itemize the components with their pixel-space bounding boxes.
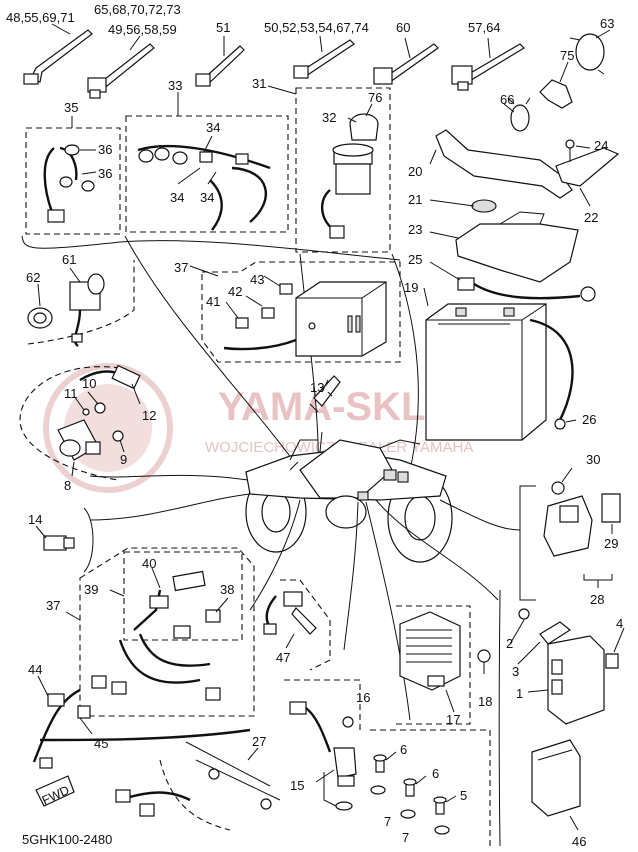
spark-plug-13	[309, 375, 341, 413]
callout-44: 44	[28, 662, 42, 677]
relay-46	[531, 739, 581, 831]
callout-6b: 6	[432, 766, 439, 781]
atv-body-illustration	[245, 431, 453, 563]
callout-23: 23	[408, 222, 422, 237]
callout-39: 39	[84, 582, 98, 597]
callout-49-56-58-59: 49,56,58,59	[108, 22, 177, 37]
callout-20: 20	[408, 164, 422, 179]
socket-group	[27, 260, 135, 347]
callout-34a: 34	[206, 120, 220, 135]
callout-1: 1	[516, 686, 523, 701]
callout-27: 27	[252, 734, 266, 749]
callout-28: 28	[590, 592, 604, 607]
switch-14	[35, 507, 94, 573]
starter-relay-group	[519, 467, 621, 601]
callout-38: 38	[220, 582, 234, 597]
callout-2: 2	[506, 636, 513, 651]
cdi-unit-group	[498, 589, 625, 847]
callout-13: 13	[310, 380, 324, 395]
callout-50-52-53-54-67-74: 50,52,53,54,67,74	[264, 20, 369, 35]
callout-36b: 36	[98, 166, 112, 181]
sensor-group-left	[19, 364, 141, 481]
callout-37b: 37	[46, 598, 60, 613]
callout-65-68-70-72-73: 65,68,70,72,73	[94, 2, 181, 17]
callout-18: 18	[478, 694, 492, 709]
callout-7b: 7	[402, 830, 409, 845]
harness-group-box-37b	[65, 547, 255, 717]
callout-36a: 36	[98, 142, 112, 157]
callout-10: 10	[82, 376, 96, 391]
callout-34c: 34	[200, 190, 214, 205]
callout-labels: 48,55,69,71 65,68,70,72,73 49,56,58,59 5…	[6, 2, 623, 849]
callout-43: 43	[250, 272, 264, 287]
callout-22: 22	[584, 210, 598, 225]
callout-66: 66	[500, 92, 514, 107]
callout-15: 15	[290, 778, 304, 793]
cable-ties-row	[23, 29, 605, 132]
callout-9: 9	[120, 452, 127, 467]
switch-47	[263, 579, 331, 671]
callout-60: 60	[396, 20, 410, 35]
callout-11: 11	[64, 386, 78, 401]
callout-34b: 34	[170, 190, 184, 205]
fuse-box-group-37	[189, 261, 401, 363]
callout-46: 46	[572, 834, 586, 849]
sensor-15-16	[284, 679, 361, 811]
diagram-code: 5GHK100-2480	[22, 832, 112, 847]
lower-guide-lines	[89, 474, 521, 721]
callout-17: 17	[446, 712, 460, 727]
callout-47: 47	[276, 650, 290, 665]
callout-21: 21	[408, 192, 422, 207]
callout-24: 24	[594, 138, 608, 153]
callout-26: 26	[582, 412, 596, 427]
callout-32: 32	[322, 110, 336, 125]
callout-45: 45	[94, 736, 108, 751]
callout-8: 8	[64, 478, 71, 493]
callout-35: 35	[64, 100, 78, 115]
callout-6a: 6	[400, 742, 407, 757]
top-row-leaders	[51, 23, 611, 113]
callout-62: 62	[26, 270, 40, 285]
callout-63: 63	[600, 16, 614, 31]
harness-group-box-35	[25, 116, 121, 235]
callout-33: 33	[168, 78, 182, 93]
callout-12: 12	[142, 408, 156, 423]
callout-31: 31	[252, 76, 266, 91]
callout-42: 42	[228, 284, 242, 299]
callout-61: 61	[62, 252, 76, 267]
callout-19: 19	[404, 280, 418, 295]
callout-75: 75	[560, 48, 574, 63]
callout-30: 30	[586, 452, 600, 467]
callout-4: 4	[616, 616, 623, 631]
callout-76: 76	[368, 90, 382, 105]
callout-3: 3	[512, 664, 519, 679]
callout-37a: 37	[174, 260, 188, 275]
bolts-5-6-7	[370, 729, 491, 846]
callout-25: 25	[408, 252, 422, 267]
assembly-guide-lines	[21, 235, 419, 471]
callout-7a: 7	[384, 814, 391, 829]
harness-group-box-33	[125, 92, 289, 233]
callout-57-64: 57,64	[468, 20, 501, 35]
callout-48-55-69-71: 48,55,69,71	[6, 10, 75, 25]
callout-5: 5	[460, 788, 467, 803]
callout-41: 41	[206, 294, 220, 309]
callout-14: 14	[28, 512, 42, 527]
callout-51: 51	[216, 20, 230, 35]
battery-area	[423, 129, 620, 441]
ignition-switch-box-31	[267, 85, 391, 253]
callout-16: 16	[356, 690, 370, 705]
lead-27	[159, 741, 281, 831]
callout-29: 29	[604, 536, 618, 551]
callout-40: 40	[142, 556, 156, 571]
rectifier-17	[396, 605, 491, 725]
